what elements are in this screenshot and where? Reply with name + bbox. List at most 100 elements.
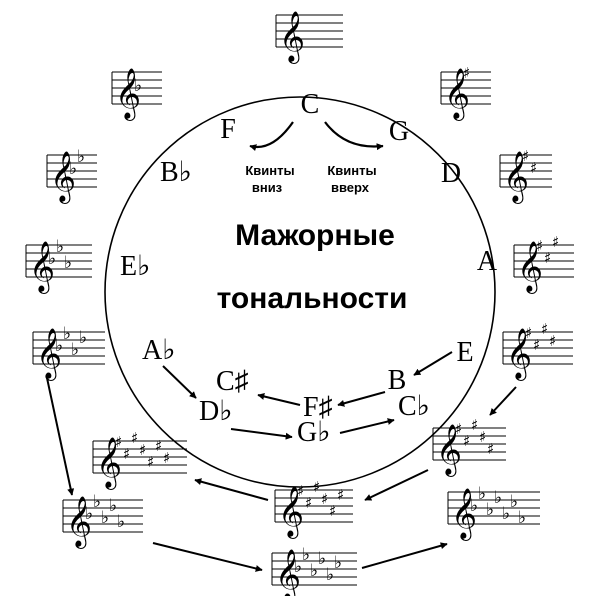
staff-g-flat: 𝄞♭♭♭♭♭♭: [271, 545, 357, 596]
flat-icon: ♭: [63, 324, 71, 344]
sharp-icon: ♯: [463, 432, 470, 450]
arrow-d-flat-to-g-flat: [230, 428, 293, 440]
flat-icon: ♭: [85, 504, 93, 524]
sharp-icon: ♯: [455, 420, 462, 438]
flat-icon: ♭: [318, 549, 326, 569]
sharp-icon: ♯: [522, 147, 529, 165]
arrow-g-flat-staff-to-c-flat-staff: [361, 542, 448, 569]
flat-icon: ♭: [48, 249, 56, 269]
flat-icon: ♭: [310, 561, 318, 581]
staff-c-sharp: 𝄞♯♯♯♯♯♯♯: [92, 429, 187, 490]
key-label-e: E: [456, 337, 473, 368]
staff-e: 𝄞♯♯♯♯: [502, 320, 573, 381]
staff-a-flat: 𝄞♭♭♭♭: [32, 324, 105, 381]
staff-b: 𝄞♯♯♯♯♯: [432, 416, 506, 477]
treble-clef-icon: 𝄞: [503, 151, 529, 204]
flat-icon: ♭: [77, 147, 85, 167]
title-line-2: тональности: [217, 282, 408, 315]
flat-icon: ♭: [117, 512, 125, 532]
arrow-a-flat-to-d-flat: [162, 365, 197, 399]
arrow-b-to-f-sharp: [337, 391, 386, 407]
key-label-b-flat: B♭: [160, 157, 192, 188]
flat-icon: ♭: [294, 557, 302, 577]
treble-clef-icon: 𝄞: [517, 241, 543, 294]
sharp-icon: ♯: [115, 433, 122, 451]
flat-icon: ♭: [518, 508, 526, 528]
fifths-down-caption-1: Квинты: [245, 163, 294, 178]
sharp-icon: ♯: [544, 249, 551, 267]
flat-icon: ♭: [502, 504, 510, 524]
sharp-icon: ♯: [533, 336, 540, 354]
key-label-g-flat: G♭: [297, 417, 330, 448]
arrow-a-flat-staff-to-d-flat-staff: [46, 377, 75, 496]
arrow-c-to-g: [324, 121, 384, 151]
key-label-e-flat: E♭: [120, 251, 150, 282]
treble-clef-icon: 𝄞: [50, 151, 76, 204]
flat-icon: ♭: [101, 508, 109, 528]
key-label-f-sharp: F♯: [303, 392, 333, 423]
fifths-down-caption-2: вниз: [252, 180, 283, 195]
sharp-icon: ♯: [131, 429, 138, 447]
flat-icon: ♭: [486, 500, 494, 520]
flat-icon: ♭: [510, 492, 518, 512]
flat-icon: ♭: [64, 253, 72, 273]
staff-a: 𝄞♯♯♯: [513, 233, 574, 294]
sharp-icon: ♯: [155, 437, 162, 455]
treble-clef-icon: 𝄞: [96, 437, 122, 490]
sharp-icon: ♯: [313, 478, 320, 496]
key-label-g: G: [389, 116, 409, 147]
key-label-c-flat: C♭: [398, 391, 430, 422]
flat-icon: ♭: [326, 565, 334, 585]
treble-clef-icon: 𝄞: [444, 68, 470, 121]
sharp-icon: ♯: [329, 502, 336, 520]
flat-icon: ♭: [79, 328, 87, 348]
sharp-icon: ♯: [139, 441, 146, 459]
sharp-icon: ♯: [305, 494, 312, 512]
sharp-icon: ♯: [530, 159, 537, 177]
key-label-c-sharp: C♯: [216, 366, 249, 397]
arrow-b-staff-to-f-sharp-staff: [364, 469, 429, 501]
arrow-c-to-f: [249, 121, 294, 152]
staff-f-sharp: 𝄞♯♯♯♯♯♯: [274, 478, 353, 539]
arrow-d-flat-staff-to-g-flat-staff: [152, 542, 263, 572]
treble-clef-icon: 𝄞: [506, 328, 532, 381]
sharp-icon: ♯: [487, 440, 494, 458]
flat-icon: ♭: [69, 159, 77, 179]
sharp-icon: ♯: [552, 233, 559, 251]
treble-clef-icon: 𝄞: [36, 328, 62, 381]
sharp-icon: ♯: [471, 416, 478, 434]
arrow-f-sharp-staff-to-c-sharp-staff: [194, 478, 269, 501]
key-label-c: C: [301, 89, 320, 120]
sharp-icon: ♯: [321, 490, 328, 508]
key-label-b: B: [388, 365, 407, 396]
staff-e-flat: 𝄞♭♭♭: [25, 237, 92, 294]
flat-icon: ♭: [109, 496, 117, 516]
flat-icon: ♭: [302, 545, 310, 565]
sharp-icon: ♯: [147, 453, 154, 471]
treble-clef-icon: 𝄞: [66, 496, 92, 549]
treble-clef-icon: 𝄞: [436, 424, 462, 477]
sharp-icon: ♯: [123, 445, 130, 463]
key-label-f: F: [220, 114, 236, 145]
fifths-up-caption-2: вверх: [331, 180, 370, 195]
flat-icon: ♭: [494, 488, 502, 508]
staff-d-flat: 𝄞♭♭♭♭♭: [62, 492, 143, 549]
sharp-icon: ♯: [463, 64, 470, 82]
arrow-e-staff-to-b-staff: [489, 386, 517, 416]
sharp-icon: ♯: [163, 449, 170, 467]
fifths-up-caption-1: Квинты: [327, 163, 376, 178]
flat-icon: ♭: [134, 76, 142, 96]
key-label-a: A: [477, 246, 498, 277]
flat-icon: ♭: [478, 484, 486, 504]
staff-g: 𝄞♯: [440, 64, 491, 121]
key-signature-staves: 𝄞𝄞♯𝄞♯♯𝄞♯♯♯𝄞♯♯♯♯𝄞♯♯♯♯♯𝄞♯♯♯♯♯♯𝄞♯♯♯♯♯♯♯𝄞♭𝄞♭…: [25, 11, 574, 596]
treble-clef-icon: 𝄞: [115, 68, 141, 121]
arrow-f-sharp-to-c-sharp: [257, 393, 301, 406]
sharp-icon: ♯: [525, 324, 532, 342]
treble-clef-icon: 𝄞: [451, 488, 477, 541]
key-label-d-flat: D♭: [199, 396, 232, 427]
flat-icon: ♭: [470, 496, 478, 516]
fifths-circle: [104, 96, 496, 488]
sharp-icon: ♯: [536, 237, 543, 255]
